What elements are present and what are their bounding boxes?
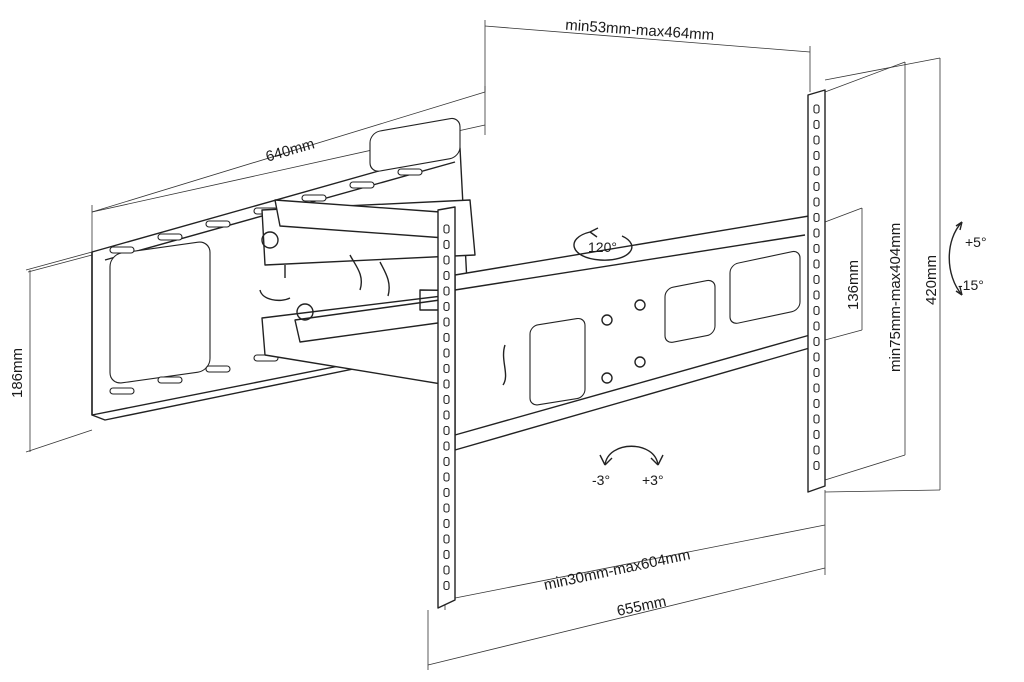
tv-cross-bar: [454, 214, 821, 451]
bracket-hole: [813, 383, 820, 393]
rotate-left-label: -3°: [592, 472, 610, 488]
bracket-hole: [813, 104, 820, 114]
bracket-hole: [443, 441, 450, 451]
bracket-hole: [813, 290, 820, 300]
arm-height-label: 136mm: [845, 260, 862, 310]
bracket-hole: [443, 425, 450, 436]
bracket-hole: [443, 348, 450, 358]
bracket-hole: [443, 410, 450, 420]
bracket-hole: [813, 119, 820, 130]
wall-plate-slot: [349, 181, 375, 189]
bracket-hole: [443, 503, 450, 513]
swivel-arrow-icon: [573, 227, 633, 261]
bracket-hole: [813, 274, 820, 285]
wall-plate-slot: [397, 168, 423, 176]
bracket-hole: [813, 212, 820, 223]
total-height-label: 420mm: [923, 255, 940, 305]
extension-label: min53mm-max464mm: [565, 17, 715, 44]
bracket-hole: [443, 549, 450, 560]
bracket-hole: [813, 460, 820, 471]
tilt-up-label: +5°: [965, 234, 987, 250]
bracket-hole: [443, 363, 450, 374]
wall-plate-slot: [157, 376, 183, 384]
bracket-hole: [443, 580, 450, 591]
bracket-hole: [813, 181, 820, 192]
wall-plate-slot: [109, 246, 135, 254]
vertical-range-label: min75mm-max404mm: [887, 223, 904, 372]
bracket-hole: [443, 518, 450, 529]
articulating-arm: [259, 199, 561, 391]
bracket-hole: [443, 255, 450, 265]
bracket-hole: [813, 352, 820, 362]
wall-plate-slot: [205, 220, 231, 228]
bracket-hole: [443, 487, 450, 498]
bracket-hole: [443, 301, 450, 312]
bracket-hole: [443, 239, 450, 250]
wall-plate-slot: [157, 233, 183, 241]
tilt-arrow-icon: [948, 221, 963, 296]
bracket-hole: [813, 150, 820, 161]
bracket-hole: [443, 534, 450, 544]
bracket-holes: [443, 104, 820, 591]
horizontal-range-label: min30mm-max604mm: [542, 546, 691, 594]
bracket-hole: [443, 332, 450, 343]
bracket-hole: [813, 259, 820, 269]
tilt-down-label: -15°: [958, 277, 984, 293]
wall-plate-slot: [301, 194, 327, 202]
bracket-hole: [813, 445, 820, 455]
rotation-arrow-icon: [599, 445, 664, 466]
bracket-hole: [813, 228, 820, 238]
swivel-angle-label: 120°: [588, 239, 617, 255]
bracket-hole: [813, 197, 820, 207]
bracket-hole: [443, 286, 450, 296]
bracket-hole: [813, 135, 820, 145]
bracket-hole: [813, 414, 820, 424]
bracket-hole: [813, 336, 820, 347]
bracket-hole: [443, 317, 450, 327]
bracket-hole: [813, 429, 820, 440]
bracket-hole: [813, 367, 820, 378]
tv-bracket-left: [437, 206, 456, 609]
wall-plate-slot: [109, 387, 135, 395]
bracket-hole: [443, 379, 450, 389]
wall-width-label: 640mm: [264, 135, 317, 165]
bracket-hole: [443, 456, 450, 467]
bracket-hole: [813, 321, 820, 331]
bracket-hole: [443, 224, 450, 234]
wall-plate-slot: [205, 365, 231, 373]
bracket-hole: [443, 472, 450, 482]
bracket-hole: [443, 565, 450, 575]
dimension-lines: [25, 20, 941, 670]
rotate-right-label: +3°: [642, 472, 664, 488]
bracket-hole: [813, 398, 820, 409]
bracket-hole: [813, 243, 820, 254]
bracket-hole: [813, 305, 820, 316]
wall-height-label: 186mm: [9, 348, 26, 398]
bracket-hole: [443, 394, 450, 405]
bracket-hole: [443, 270, 450, 281]
bracket-hole: [813, 166, 820, 176]
total-width-label: 655mm: [615, 593, 667, 620]
